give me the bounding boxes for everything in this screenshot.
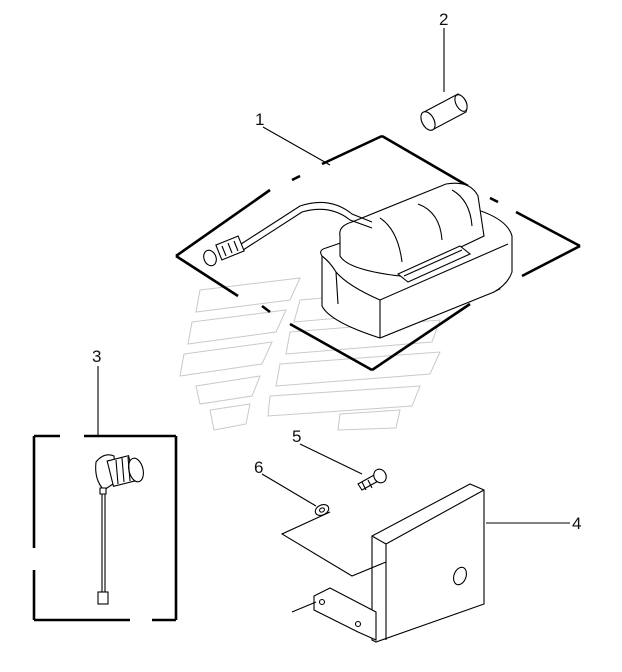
screw: [357, 468, 387, 491]
callout-3: 3: [92, 347, 101, 366]
callout-6: 6: [254, 458, 263, 477]
callout-2: 2: [439, 10, 448, 29]
washer: [314, 504, 330, 516]
leader-lines: [97, 28, 570, 613]
callout-1: 1: [255, 110, 264, 129]
mounting-bracket: [313, 483, 485, 643]
cylinder-part: [420, 93, 468, 131]
angled-connector-sensor: [95, 454, 144, 605]
callout-5: 5: [292, 427, 301, 446]
charger-base: [320, 182, 513, 339]
charger-cable: [203, 201, 373, 267]
part-3-outline: [32, 434, 178, 622]
callout-4: 4: [572, 514, 581, 533]
part-1-outline: [175, 134, 581, 372]
